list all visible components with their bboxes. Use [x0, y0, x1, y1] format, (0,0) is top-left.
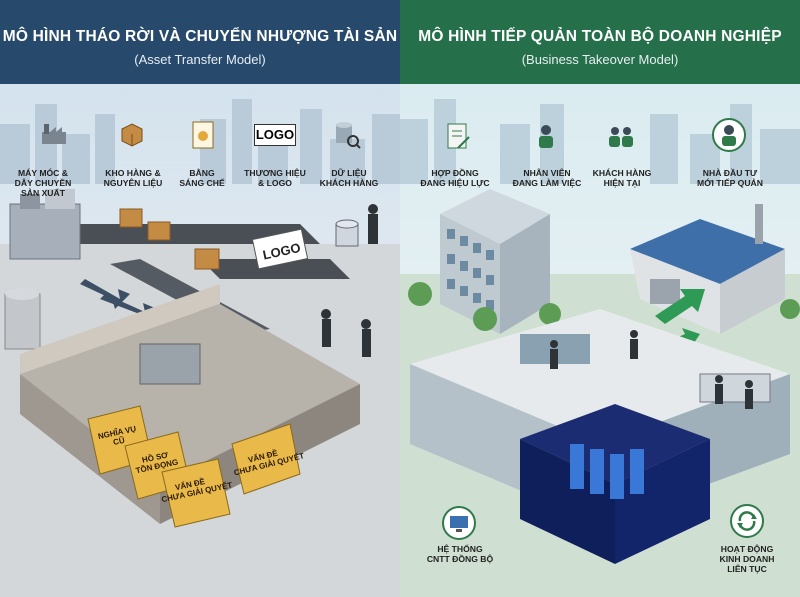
box-icon [118, 120, 146, 148]
left-subtitle: (Asset Transfer Model) [134, 52, 266, 67]
left-skyline [0, 99, 400, 184]
logo-box: LOGO [251, 228, 309, 270]
label-customer-data: DỮ LIỆU KHÁCH HÀNG [319, 168, 379, 188]
investor-icon [712, 118, 746, 152]
business-takeover-panel: MÔ HÌNH TIẾP QUẢN TOÀN BỘ DOANH NGHIỆP (… [400, 0, 800, 597]
employees-icon [532, 122, 560, 150]
server-room [520, 404, 710, 564]
customers-icon [606, 122, 636, 150]
logo-icon: LOGO [254, 124, 296, 146]
label-inventory: KHO HÀNG & NGUYÊN LIỆU [103, 168, 163, 188]
office-building [440, 189, 550, 334]
label-patent: BẰNG SÁNG CHẾ [179, 168, 225, 188]
right-title: MÔ HÌNH TIẾP QUẢN TOÀN BỘ DOANH NGHIỆP [418, 28, 782, 45]
label-contracts: HỢP ĐỒNG ĐANG HIỆU LỰC [420, 168, 490, 188]
label-machinery: MÁY MÓC & DÂY CHUYỀN SẢN XUẤT [14, 168, 72, 198]
office-people [550, 330, 753, 409]
machinery-equipment [4, 189, 81, 350]
trees [408, 282, 800, 331]
customer-database [335, 219, 359, 247]
computer-icon [442, 506, 476, 540]
certificate-icon [190, 120, 216, 150]
right-skyline [400, 99, 800, 184]
label-it-system: HỆ THỐNG CNTT ĐỒNG BỘ [426, 544, 494, 564]
right-title-banner: MÔ HÌNH TIẾP QUẢN TOÀN BỘ DOANH NGHIỆP (… [400, 0, 800, 84]
label-brand: THƯƠNG HIỆU & LOGO [244, 168, 306, 188]
label-operations: HOẠT ĐỘNG KINH DOANH LIÊN TỤC [719, 544, 775, 574]
problem-folders [87, 405, 301, 528]
inventory-boxes [119, 208, 220, 270]
left-title-banner: MÔ HÌNH THÁO RỜI VÀ CHUYỂN NHƯỢNG TÀI SẢ… [0, 0, 400, 84]
database-search-icon [332, 120, 362, 150]
contract-icon [444, 122, 472, 152]
right-subtitle: (Business Takeover Model) [521, 52, 679, 67]
asset-transfer-panel: MÔ HÌNH THÁO RỜI VÀ CHUYỂN NHƯỢNG TÀI SẢ… [0, 0, 400, 597]
business-takeover-illustration [400, 99, 800, 597]
label-investor: NHÀ ĐẦU TƯ MỚI TIẾP QUẢN [697, 168, 763, 188]
label-customers: KHÁCH HÀNG HIỆN TẠI [592, 168, 652, 188]
factory-building [630, 204, 785, 334]
asset-transfer-illustration: LOGO [0, 99, 400, 597]
factory-icon [40, 122, 68, 146]
sync-icon [730, 504, 764, 538]
label-employees: NHÂN VIÊN ĐANG LÀM VIỆC [512, 168, 582, 188]
left-title: MÔ HÌNH THÁO RỜI VÀ CHUYỂN NHƯỢNG TÀI SẢ… [2, 28, 398, 45]
